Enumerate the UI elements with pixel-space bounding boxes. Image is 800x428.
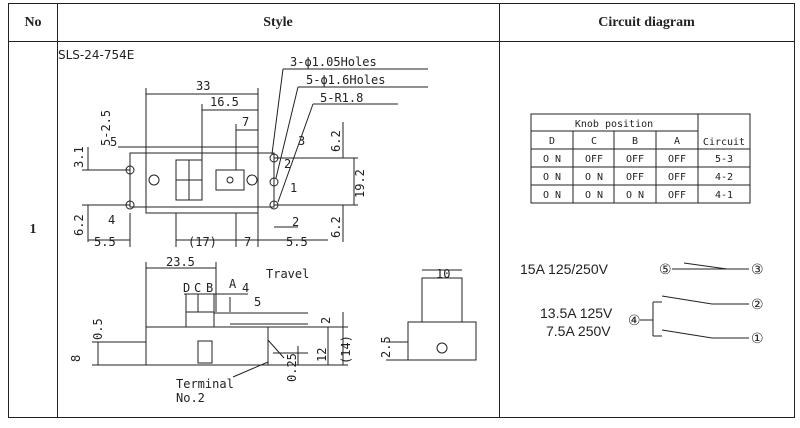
dim-10: 10	[436, 267, 450, 281]
col-d: D	[549, 136, 555, 147]
dim-0-25: 0.25	[285, 353, 299, 382]
dim-5-5-left: 5.5	[94, 235, 116, 249]
terminal-2	[269, 177, 279, 187]
table-cell-circuit: 4-1	[715, 190, 733, 201]
dim-0-5: 0.5	[91, 318, 105, 340]
node-5: ⑤	[659, 262, 672, 278]
dim-17: (17)	[188, 235, 217, 249]
table-cell: OFF	[668, 190, 686, 201]
dim-3-1: 3.1	[72, 146, 86, 168]
table-cell: OFF	[668, 172, 686, 183]
table-cell: OFF	[626, 172, 644, 183]
knob-side	[185, 311, 215, 328]
dim-5: 5	[254, 295, 261, 309]
pin-label-2: 2	[284, 157, 291, 171]
table-cell: OFF	[626, 154, 644, 165]
rating-7-5a: 7.5A 250V	[546, 323, 611, 339]
dim-7: 7	[242, 115, 249, 129]
table-cell: O N	[543, 172, 561, 183]
spec-table: No Style Circuit diagram 1	[8, 3, 795, 418]
dim-33: 33	[196, 79, 210, 93]
knob-position-header: Knob position	[575, 119, 653, 130]
model-number: SLS-24-754E	[58, 48, 135, 62]
table-cell: O N	[543, 190, 561, 201]
dim-23-5: 23.5	[166, 255, 195, 269]
dim-5-5-right: 5.5	[286, 235, 308, 249]
dim-2: 2	[292, 215, 299, 229]
dim-19-2: 19.2	[353, 169, 367, 198]
col-c: C	[591, 136, 597, 147]
knob-end	[421, 277, 463, 323]
terminal-label-line2: No.2	[176, 391, 205, 405]
pin-label-4: 4	[108, 213, 115, 227]
pin-label-5: 5	[110, 135, 117, 149]
rating-15a: 15A 125/250V	[520, 261, 609, 277]
callout-holes-1-05: 3-ϕ1.05Holes	[290, 55, 377, 69]
table-cell: O N	[585, 190, 603, 201]
callout-holes-1-6: 5-ϕ1.6Holes	[306, 73, 385, 87]
pin-label-3: 3	[298, 134, 305, 148]
pin-label-1: 1	[290, 181, 297, 195]
dim-7-bottom: 7	[244, 235, 251, 249]
mechanical-drawing: 33 16.5 7 5-2.5 6.2 3.1 19.2 6.2 6.2 5.5…	[69, 55, 477, 405]
dim-14: (14)	[339, 335, 353, 364]
row-number: 1	[29, 221, 37, 237]
column-divider	[57, 4, 58, 417]
terminal-label-line1: Terminal	[176, 377, 234, 391]
rating-13-5a: 13.5A 125V	[540, 305, 613, 321]
col-b: B	[632, 136, 638, 147]
switch-body-end-view	[407, 321, 477, 361]
dim-2-side: 2	[319, 317, 333, 324]
column-divider	[499, 4, 500, 417]
position-b: B	[206, 281, 213, 295]
node-1: ①	[751, 331, 764, 347]
dim-8: 8	[69, 355, 83, 362]
header-circuit-diagram: Circuit diagram	[499, 4, 794, 42]
table-cell: OFF	[668, 154, 686, 165]
switch-body-side-view	[145, 326, 269, 366]
dim-12: 12	[315, 348, 329, 362]
table-cell: OFF	[585, 154, 603, 165]
table-cell: O N	[543, 154, 561, 165]
callout-radius: 5-R1.8	[320, 91, 363, 105]
dim-2-5: 2.5	[379, 336, 393, 358]
dim-6-2-top: 6.2	[329, 130, 343, 152]
col-a: A	[674, 136, 680, 147]
dim-6-2-right: 6.2	[329, 216, 343, 238]
dim-16-5: 16.5	[210, 95, 239, 109]
circuit-header: Circuit	[703, 137, 745, 148]
table-cell-circuit: 5-3	[715, 154, 733, 165]
knob-position-table: Knob position Circuit D C B A O N OFF OF…	[530, 113, 751, 204]
circuit-schematic: 15A 125/250V 13.5A 125V 7.5A 250V ⑤ ③ ④ …	[520, 261, 764, 347]
dim-4: 4	[242, 281, 249, 295]
table-cell: O N	[585, 172, 603, 183]
table-cell: O N	[626, 190, 644, 201]
position-a: A	[229, 277, 237, 291]
position-c: C	[194, 281, 201, 295]
dim-5-2-5: 5-2.5	[99, 110, 113, 146]
header-no: No	[9, 4, 57, 42]
travel-label: Travel	[266, 267, 309, 281]
position-d: D	[183, 281, 190, 295]
table-cell-circuit: 4-2	[715, 172, 733, 183]
node-2: ②	[751, 297, 764, 313]
dim-6-2-left: 6.2	[72, 214, 86, 236]
header-style: Style	[57, 4, 499, 42]
node-4: ④	[628, 313, 641, 329]
node-3: ③	[751, 262, 764, 278]
